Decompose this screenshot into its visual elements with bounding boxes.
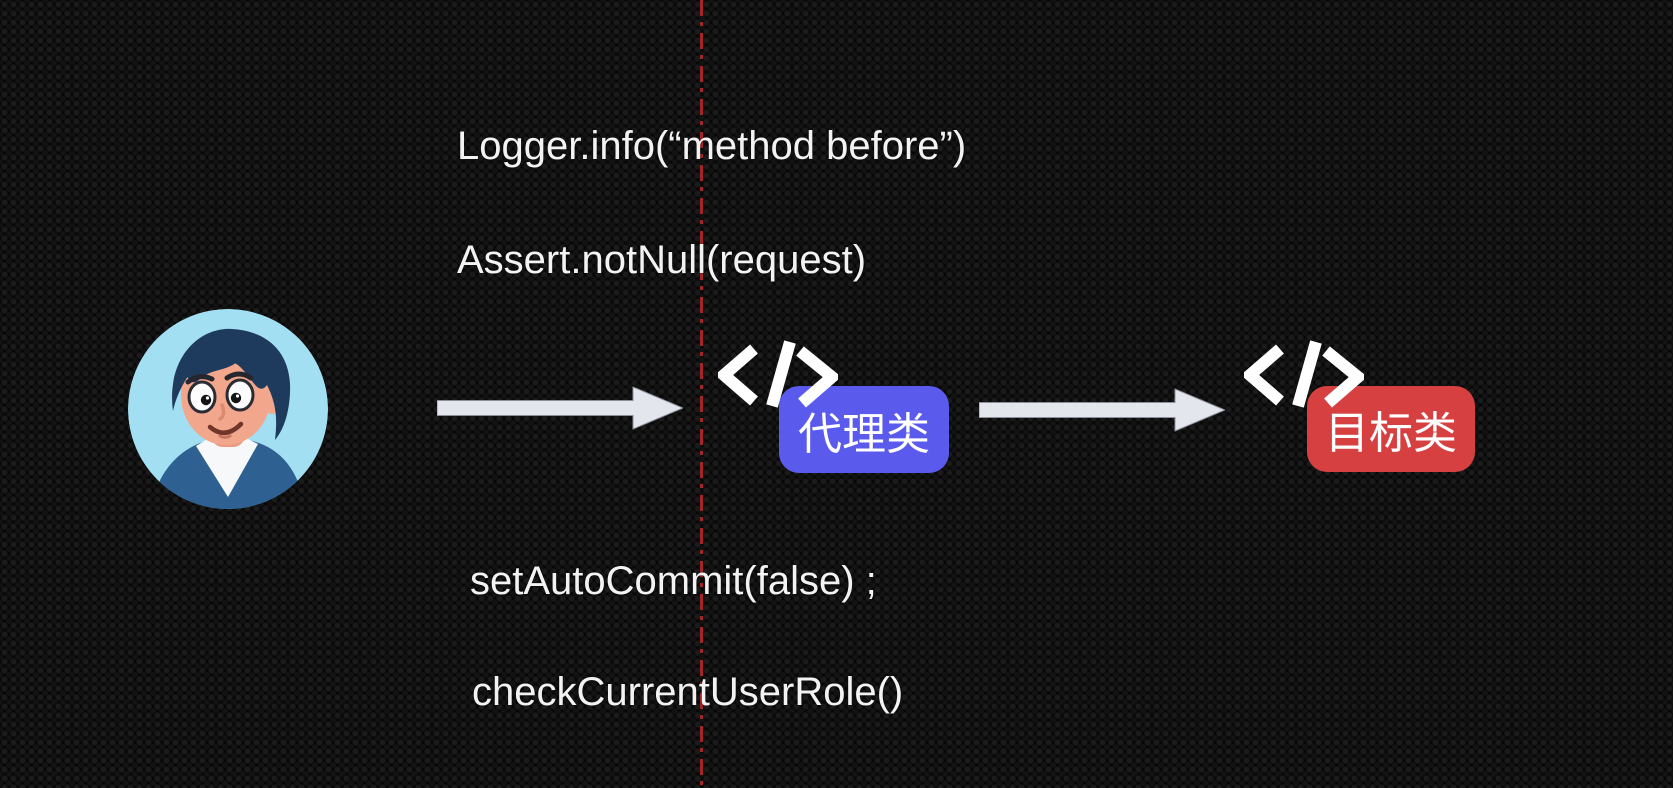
arrow-caller-to-proxy bbox=[436, 385, 685, 431]
code-annotation-assert: Assert.notNull(request) bbox=[457, 238, 867, 282]
user-avatar-icon bbox=[128, 309, 328, 509]
red-dashed-separator bbox=[700, 0, 703, 788]
target-class-badge: 目标类 bbox=[1307, 386, 1475, 472]
arrow-right-icon bbox=[436, 386, 685, 430]
code-annotation-logger: Logger.info(“method before”) bbox=[457, 124, 967, 168]
code-icon bbox=[714, 340, 842, 408]
caller-avatar bbox=[128, 309, 328, 509]
proxy-class-label: 代理类 bbox=[798, 409, 930, 459]
arrow-proxy-to-target bbox=[978, 387, 1227, 433]
code-annotation-setautocommit: setAutoCommit(false) ; bbox=[470, 559, 877, 603]
code-icon bbox=[1240, 340, 1368, 408]
target-class-label: 目标类 bbox=[1325, 409, 1457, 458]
arrow-right-icon bbox=[978, 388, 1227, 432]
code-annotation-checkuserrole: checkCurrentUserRole() bbox=[472, 670, 904, 714]
